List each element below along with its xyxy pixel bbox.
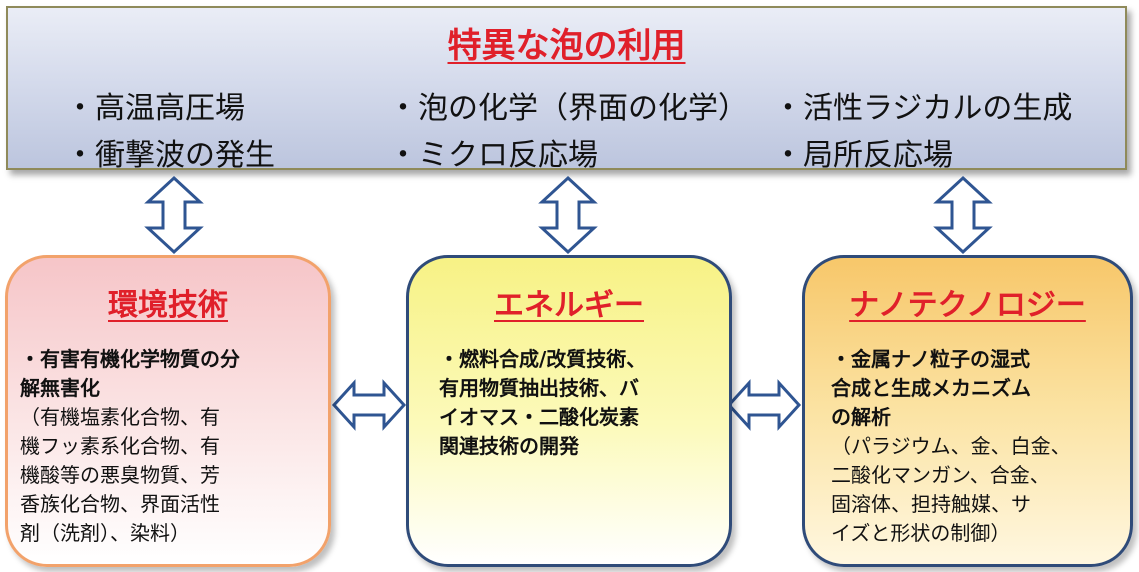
energy-box: エネルギー ・燃料合成/改質技術、 有用物質抽出技術、バ イオマス・二酸化炭素 … [406, 255, 732, 567]
environment-line-1: ・有害有機化学物質の分 [20, 347, 240, 371]
top-item-bubble-chemistry: ・泡の化学（界面の化学） [388, 91, 748, 126]
nanotechnology-title: ナノテクノロジー [849, 288, 1086, 323]
environment-line-2: 解無害化 [20, 376, 100, 400]
energy-line-3: イオマス・二酸化炭素 [439, 405, 639, 429]
top-item-micro-reaction: ・ミクロ反応場 [388, 138, 598, 173]
environment-line-7: 剤（洗剤）、染料） [20, 521, 190, 545]
nanotechnology-body: ・金属ナノ粒子の湿式 合成と生成メカニズム の解析 （パラジウム、金、白金、 二… [831, 345, 1071, 548]
nanotechnology-box: ナノテクノロジー ・金属ナノ粒子の湿式 合成と生成メカニズム の解析 （パラジウ… [802, 255, 1133, 567]
nanotechnology-line-1: ・金属ナノ粒子の湿式 [831, 347, 1030, 371]
vertical-double-arrow-left [144, 175, 204, 255]
environment-technology-body: ・有害有機化学物質の分 解無害化 （有機塩素化合物、有 機フッ素系化合物、有 機… [20, 345, 240, 548]
environment-line-4: 機フッ素系化合物、有 [20, 434, 220, 458]
nanotechnology-line-3: の解析 [831, 405, 891, 429]
energy-line-4: 関連技術の開発 [439, 434, 579, 458]
horizontal-double-arrow-right [726, 379, 802, 431]
top-item-shockwave: ・衝撃波の発生 [65, 138, 275, 173]
energy-title: エネルギー [494, 288, 644, 323]
top-item-local-reaction: ・局所反応場 [773, 138, 953, 173]
vertical-double-arrow-center [538, 175, 598, 255]
vertical-double-arrow-right [933, 175, 993, 255]
environment-line-6: 香族化合物、界面活性 [20, 492, 220, 516]
environment-line-5: 機酸等の悪臭物質、芳 [20, 463, 220, 487]
nanotechnology-line-6: 固溶体、担持触媒、サ [831, 492, 1031, 516]
energy-line-2: 有用物質抽出技術、バ [439, 376, 639, 400]
nanotechnology-line-5: 二酸化マンガン、合金、 [831, 463, 1050, 487]
top-item-active-radicals: ・活性ラジカルの生成 [773, 91, 1073, 126]
horizontal-double-arrow-left [331, 379, 407, 431]
environment-technology-box: 環境技術 ・有害有機化学物質の分 解無害化 （有機塩素化合物、有 機フッ素系化合… [5, 255, 331, 567]
nanotechnology-line-7: イズと形状の制御） [831, 521, 1011, 545]
environment-technology-title: 環境技術 [108, 288, 228, 323]
environment-line-3: （有機塩素化合物、有 [20, 405, 220, 429]
nanotechnology-line-2: 合成と生成メカニズム [831, 376, 1031, 400]
energy-body: ・燃料合成/改質技術、 有用物質抽出技術、バ イオマス・二酸化炭素 関連技術の開… [439, 345, 646, 461]
top-item-high-temp-pressure: ・高温高圧場 [65, 91, 245, 126]
energy-line-1: ・燃料合成/改質技術、 [439, 347, 647, 371]
top-title: 特異な泡の利用 [447, 26, 686, 66]
nanotechnology-line-4: （パラジウム、金、白金、 [831, 434, 1071, 458]
top-panel: 特異な泡の利用 ・高温高圧場 ・泡の化学（界面の化学） ・活性ラジカルの生成 ・… [6, 6, 1127, 173]
